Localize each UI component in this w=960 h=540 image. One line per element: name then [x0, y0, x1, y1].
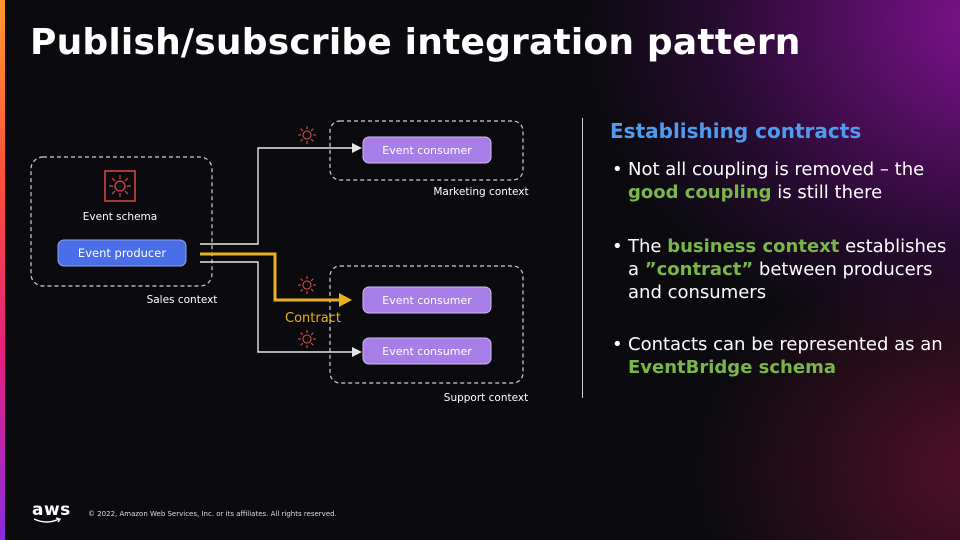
highlight-contract: ”contract”	[644, 259, 754, 280]
aws-smile-icon	[33, 517, 62, 523]
event-schema-label: Event schema	[83, 211, 157, 223]
support-context-label: Support context	[444, 392, 528, 404]
marketing-context-label: Marketing context	[433, 186, 528, 198]
support-event-consumer-1-box	[362, 286, 492, 314]
bullet-dot: •	[612, 334, 623, 355]
event-schema-icon	[104, 170, 136, 202]
bullets-title: Establishing contracts	[610, 119, 862, 143]
connector-lines	[200, 147, 352, 353]
event-producer-label: Event producer	[78, 246, 166, 260]
support-context-box	[329, 265, 524, 384]
support-event-consumer-1-label: Event consumer	[382, 294, 472, 307]
highlight-business-context: business context	[667, 236, 840, 257]
event-icon-marketing	[298, 126, 316, 144]
copyright-text: © 2022, Amazon Web Services, Inc. or its…	[88, 510, 337, 518]
bullet-dot: •	[612, 236, 623, 257]
sales-context-box	[30, 156, 213, 287]
contract-label: Contract	[285, 311, 341, 326]
highlight-eventbridge-schema: EventBridge schema	[628, 357, 836, 378]
marketing-context-box	[329, 120, 524, 181]
arrowhead-contract	[339, 293, 352, 307]
contract-line	[200, 252, 340, 302]
slide-title: Publish/subscribe integration pattern	[30, 22, 801, 63]
event-icon-support-2	[298, 330, 316, 348]
vertical-divider	[582, 118, 583, 398]
marketing-event-consumer-box	[362, 136, 492, 164]
arrowhead-support-2	[352, 347, 362, 357]
arrowhead-marketing	[352, 143, 362, 153]
event-producer-box	[57, 239, 187, 267]
event-icon-support-1	[298, 276, 316, 294]
sales-context-label: Sales context	[147, 294, 218, 306]
bullet-dot: •	[612, 159, 623, 180]
support-event-consumer-2-box	[362, 337, 492, 365]
accent-side-bar	[0, 0, 5, 540]
marketing-event-consumer-label: Event consumer	[382, 144, 472, 157]
aws-logo-text: aws	[32, 500, 71, 520]
support-event-consumer-2-label: Event consumer	[382, 345, 472, 358]
highlight-good-coupling: good coupling	[628, 182, 772, 203]
